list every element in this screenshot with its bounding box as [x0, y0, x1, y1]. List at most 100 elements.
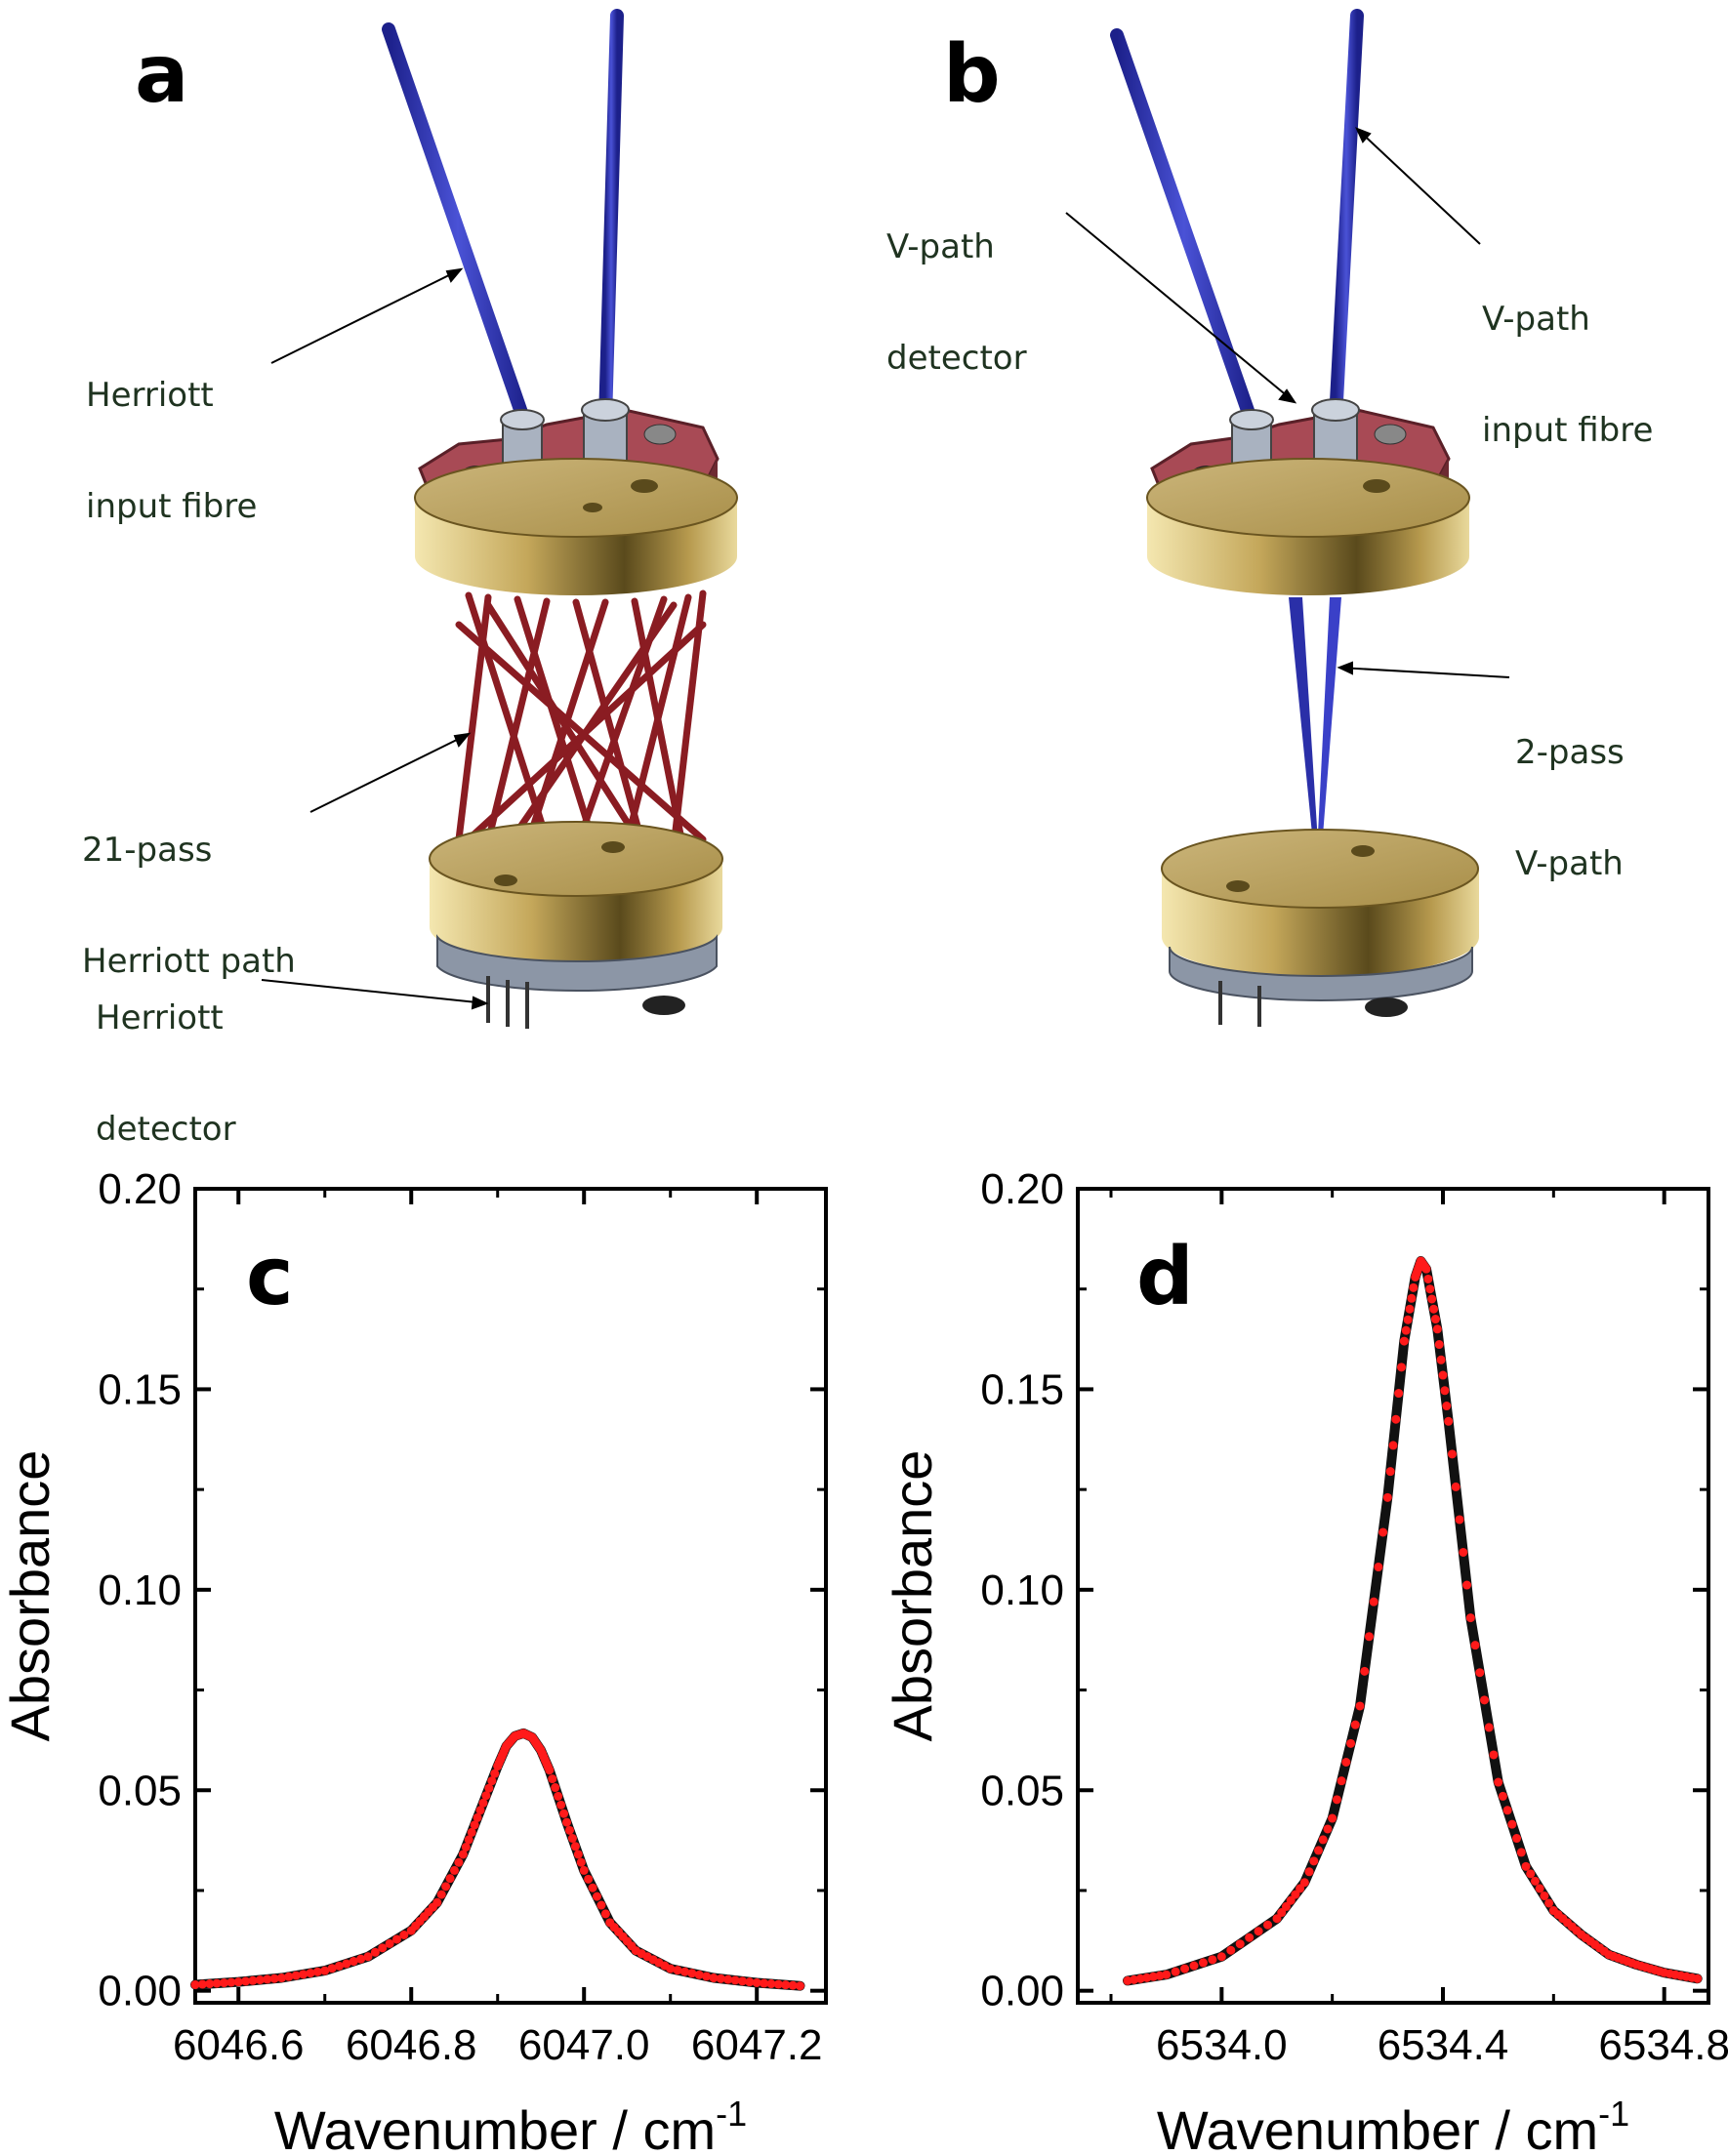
data-point [1414, 1261, 1423, 1271]
data-point [773, 1979, 783, 1989]
data-point [605, 1918, 615, 1928]
data-point [614, 1927, 624, 1936]
data-point [509, 1733, 518, 1743]
data-point [1558, 1914, 1568, 1924]
data-point [1360, 1666, 1370, 1676]
data-point [1245, 1932, 1255, 1942]
data-point [588, 1883, 597, 1892]
data-point [334, 1961, 344, 1971]
x-tick-label: 6534.0 [1156, 2021, 1288, 2069]
data-point [445, 1874, 455, 1884]
y-tick-label: 0.10 [98, 1566, 182, 1614]
data-point [637, 1949, 646, 1959]
data-point [1419, 1261, 1429, 1271]
data-point [540, 1755, 550, 1765]
data-point [1526, 1869, 1536, 1879]
data-point [299, 1970, 309, 1979]
data-point [1459, 1547, 1468, 1557]
herriott-fibre-2 [598, 9, 624, 427]
y-tick-label: 0.05 [980, 1767, 1064, 1814]
data-point [510, 1731, 519, 1741]
data-point [520, 1729, 530, 1739]
data-point [1572, 1926, 1582, 1935]
data-point [306, 1969, 315, 1978]
data-point [205, 1979, 215, 1989]
data-point [1427, 1294, 1437, 1304]
data-point [1412, 1270, 1421, 1280]
data-point [660, 1961, 670, 1971]
data-point [737, 1976, 747, 1986]
data-point [1296, 1884, 1305, 1893]
data-point [730, 1975, 740, 1985]
data-point [694, 1970, 704, 1979]
data-point [461, 1842, 471, 1851]
data-point [618, 1932, 628, 1941]
data-point [559, 1809, 569, 1818]
data-point [1299, 1878, 1309, 1888]
data-point [1216, 1952, 1226, 1962]
data-point [1414, 1264, 1422, 1274]
v-path-detector-fibre [1110, 28, 1258, 428]
data-point [1581, 1933, 1590, 1943]
data-point [1155, 1971, 1165, 1980]
data-point [1430, 1315, 1440, 1324]
data-point [473, 1812, 482, 1822]
data-point [1148, 1972, 1158, 1981]
y-axis-title: Absorbance [882, 1450, 943, 1742]
data-point [1405, 1304, 1415, 1314]
data-point [212, 1978, 222, 1988]
data-point [631, 1946, 640, 1956]
data-point [475, 1806, 485, 1815]
data-point [219, 1978, 228, 1988]
v-path-top-mirror [1146, 458, 1470, 538]
data-point [642, 1952, 652, 1962]
data-point [576, 1857, 586, 1867]
panel-a-letter: a [135, 28, 189, 121]
data-point [564, 1825, 574, 1835]
data-point [1409, 1282, 1419, 1292]
data-point [399, 1931, 409, 1939]
data-point [487, 1776, 497, 1786]
data-point [1304, 1867, 1314, 1877]
herriott-path-label: 21-pass Herriott path [82, 757, 296, 1017]
data-point [1355, 1701, 1365, 1711]
data-point [378, 1943, 388, 1953]
data-point [1337, 1776, 1346, 1786]
data-point [1394, 1389, 1404, 1399]
data-point [622, 1936, 632, 1946]
data-point [1397, 1363, 1406, 1372]
data-point [1609, 1951, 1619, 1961]
data-point [1535, 1884, 1544, 1893]
data-point [470, 1820, 479, 1830]
data-point [1314, 1846, 1323, 1855]
data-point [1563, 1918, 1572, 1928]
data-point [551, 1783, 560, 1793]
data-point [562, 1817, 572, 1827]
data-point [436, 1890, 446, 1899]
data-point [1451, 1482, 1461, 1491]
fit-line [190, 1728, 805, 1991]
data-point [1470, 1641, 1480, 1650]
data-point [648, 1955, 658, 1965]
data-point [458, 1850, 468, 1859]
data-point [556, 1800, 566, 1810]
data-point [1636, 1961, 1646, 1971]
data-point [502, 1741, 512, 1751]
data-point [1323, 1824, 1333, 1834]
data-point [505, 1738, 514, 1748]
v-path-2-pass-beam [1289, 597, 1320, 874]
herriott-top-mirror [414, 458, 738, 538]
data-point [1670, 1970, 1680, 1979]
data-point [570, 1842, 580, 1851]
data-point [1281, 1901, 1291, 1911]
data-point [1346, 1738, 1356, 1748]
data-point [342, 1959, 351, 1969]
data-point [788, 1980, 798, 1990]
x-tick-label: 6046.8 [346, 2021, 477, 2069]
data-point [537, 1749, 547, 1759]
data-point [1291, 1890, 1300, 1899]
data-point [723, 1974, 733, 1984]
data-point [795, 1981, 804, 1991]
data-point [1378, 1527, 1388, 1537]
data-point [592, 1892, 601, 1901]
